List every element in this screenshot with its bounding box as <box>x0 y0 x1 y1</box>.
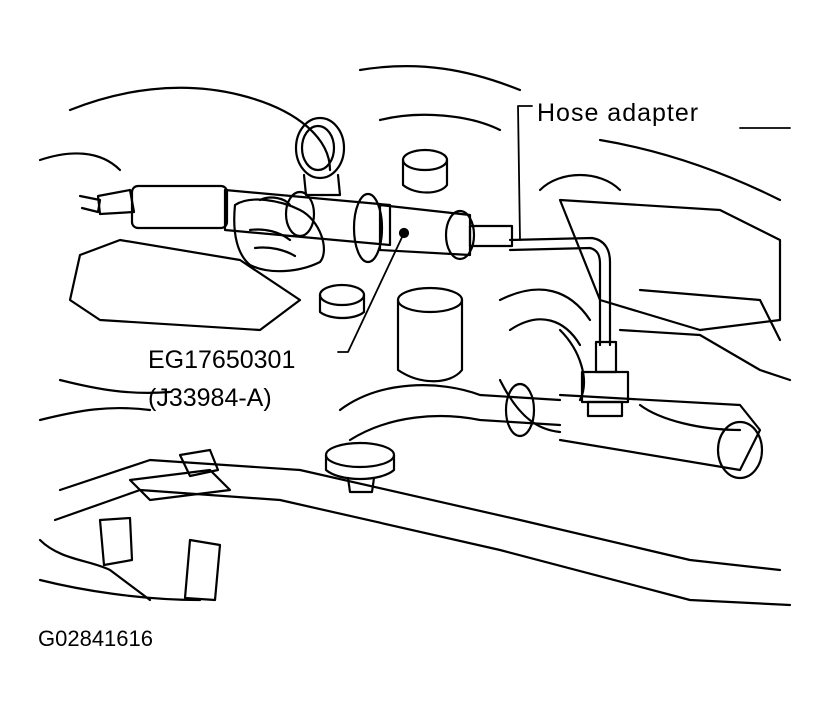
hand <box>233 196 325 273</box>
hose-adapter-label: Hose adapter <box>537 99 700 127</box>
leader-lines <box>337 105 791 353</box>
engine-block-right <box>538 173 792 402</box>
tool-number-label: (J33984-A) <box>148 384 272 412</box>
figure-id-label: G02841616 <box>38 626 153 651</box>
tester-leader <box>337 232 405 353</box>
part-number-label: EG17650301 <box>148 346 296 374</box>
pressure-gauge <box>294 116 346 197</box>
radiator-cap <box>324 441 396 494</box>
hose-adapter <box>508 236 630 418</box>
reservoir <box>318 148 464 383</box>
hood-outline <box>38 65 782 422</box>
pressure-tester <box>78 184 514 264</box>
hose-adapter-leader <box>517 105 533 241</box>
radiator-support <box>38 448 792 607</box>
coolant-hoses <box>338 288 764 480</box>
